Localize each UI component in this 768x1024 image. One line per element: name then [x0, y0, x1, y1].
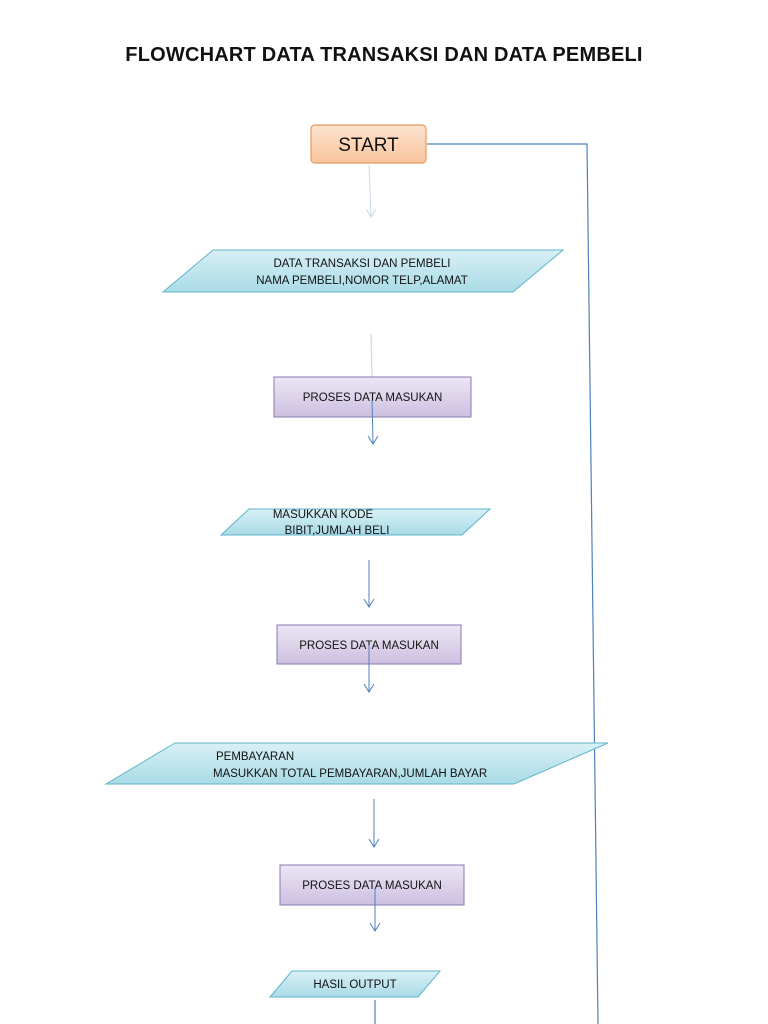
input-buyer-line2: NAMA PEMBELI,NOMOR TELP,ALAMAT: [256, 275, 468, 287]
process-3-label: PROSES DATA MASUKAN: [302, 880, 442, 892]
loop-connector-line: [427, 143, 599, 1024]
arrow-start-to-input: [365, 164, 377, 218]
arrow-process1-to-input2: [367, 399, 379, 445]
arrow-input3-to-process3: [368, 799, 380, 848]
start-label: START: [338, 135, 399, 156]
input-payment-line2: MASUKKAN TOTAL PEMBAYARAN,JUMLAH BAYAR: [213, 768, 487, 780]
arrow-input-to-process1: [370, 333, 373, 378]
process-1-label: PROSES DATA MASUKAN: [303, 392, 443, 404]
arrow-input2-to-process2: [363, 560, 375, 608]
input-buyer-line1: DATA TRANSAKSI DAN PEMBELI: [273, 258, 450, 270]
start-node: START: [310, 124, 427, 164]
input-buyer-data-node: DATA TRANSAKSI DAN PEMBELI NAMA PEMBELI,…: [161, 249, 565, 293]
arrow-process2-to-input3: [363, 645, 375, 693]
arrow-process3-to-output: [369, 888, 381, 932]
input-payment-node: PEMBAYARAN MASUKKAN TOTAL PEMBAYARAN,JUM…: [104, 742, 609, 785]
input-payment-line1: PEMBAYARAN: [216, 751, 294, 763]
process-node-3: PROSES DATA MASUKAN: [279, 864, 465, 906]
output-label: HASIL OUTPUT: [313, 979, 396, 991]
output-node: HASIL OUTPUT: [268, 970, 442, 998]
input-code-node: MASUKKAN KODE BIBIT,JUMLAH BELI: [219, 508, 492, 537]
input-code-line2: BIBIT,JUMLAH BELI: [285, 525, 390, 537]
diagram-title: FLOWCHART DATA TRANSAKSI DAN DATA PEMBEL…: [125, 44, 643, 66]
input-code-line1: MASUKKAN KODE: [273, 509, 374, 521]
